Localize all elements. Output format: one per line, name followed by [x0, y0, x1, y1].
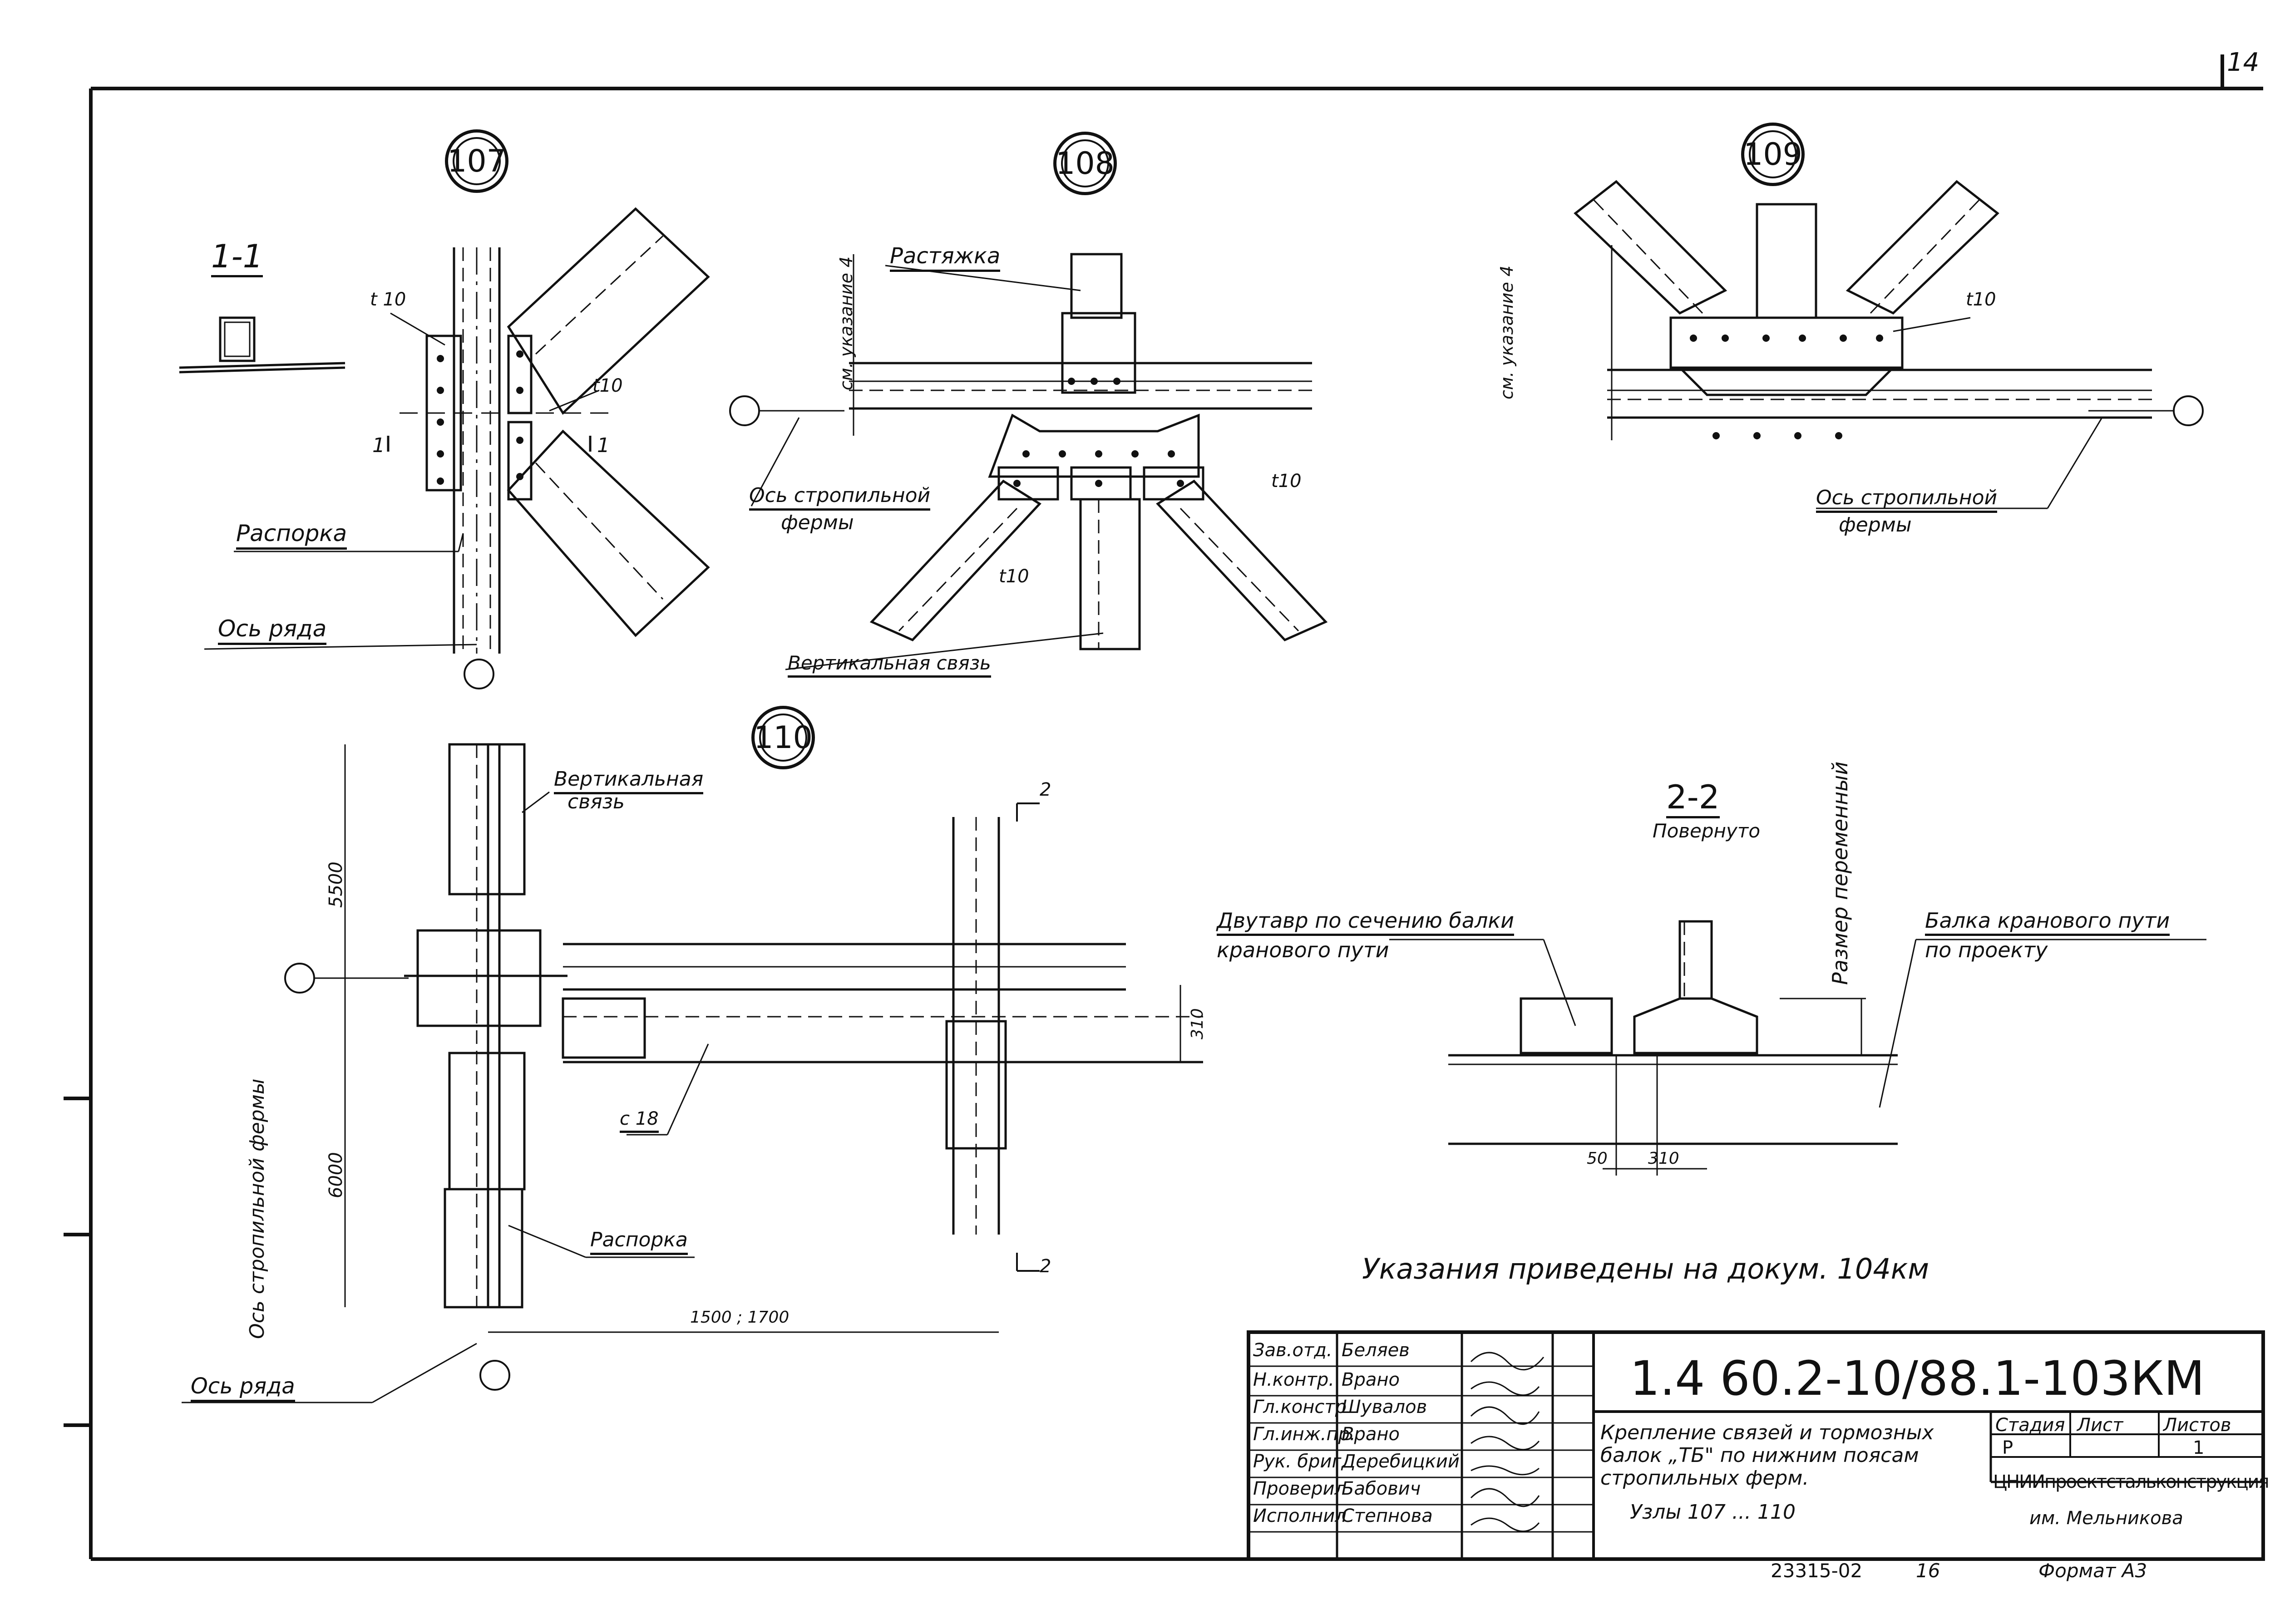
title-block-grid: [1247, 1330, 2265, 1561]
nodes-line: Узлы 107 ... 110: [1630, 1501, 1796, 1524]
dvutavr-label-1: Двутавр по сечению балки: [1217, 910, 1515, 936]
cut-mark-2-bottom: 2: [1040, 1256, 1051, 1277]
t10-label-108-right: t10: [1271, 471, 1302, 492]
raspporka-label: Распорка: [236, 522, 347, 550]
vertikalnaya-svyaz-label: Вертикальная связь: [788, 654, 991, 678]
sheets-header: Листов: [2163, 1415, 2231, 1436]
name-0: Беляев: [1342, 1340, 1410, 1361]
description-line-3: стропильных ферм.: [1600, 1467, 1809, 1490]
t10-label-108-bottom: t10: [999, 566, 1029, 587]
org-sub: им. Мельникова: [2029, 1508, 2183, 1529]
razmer-peremenny-vert: Размер переменный: [1828, 761, 1852, 985]
node-110-drawing: [182, 743, 1203, 1403]
name-6: Степнова: [1342, 1506, 1433, 1526]
name-5: Бабович: [1342, 1478, 1421, 1499]
name-4: Деребицкий: [1342, 1451, 1460, 1472]
t10-label: t 10: [370, 289, 406, 310]
role-4: Рук. бриг.: [1253, 1451, 1347, 1472]
role-6: Исполнил: [1253, 1506, 1347, 1526]
os-stropilnoy-fermy-vert: Ось стропильной фермы: [246, 1078, 269, 1339]
dim-5500: 5500: [326, 861, 346, 908]
os-stropilnoy-109: Ось стропильной: [1816, 488, 1998, 513]
raspporka-label-110: Распорка: [590, 1230, 688, 1255]
role-3: Гл.инж.пр.: [1253, 1424, 1356, 1445]
rastyazhka-label: Растяжка: [890, 245, 1001, 272]
role-2: Гл.констр: [1253, 1397, 1347, 1417]
node-107-drawing: [179, 207, 710, 689]
doc-code: 1.4 60.2-10/88.1-103КМ: [1630, 1351, 2205, 1406]
fermy-109: фермы: [1839, 513, 1912, 536]
title-block: Зав.отд. Н.контр. Гл.констр Гл.инж.пр. Р…: [1248, 1332, 2270, 1555]
name-3: Врано: [1342, 1424, 1400, 1445]
node-107-number: 107: [447, 143, 506, 179]
section-1-1-title: 1-1: [211, 241, 263, 277]
node-109-drawing: [1574, 180, 2204, 509]
node-marker-107: 107: [445, 129, 508, 193]
c18-label: c 18: [620, 1110, 659, 1133]
stage-header: Стадия: [1995, 1415, 2065, 1436]
svyaz-label: связь: [568, 790, 625, 813]
format-label: Формат А3: [2038, 1560, 2147, 1582]
role-0: Зав.отд.: [1253, 1340, 1332, 1361]
description-line-2: балок „ТБ" по нижним поясам: [1600, 1444, 1919, 1467]
stage-value: Р: [2002, 1437, 2013, 1458]
node-marker-108: 108: [1053, 132, 1117, 195]
balka-label-1: Балка кранового пути: [1925, 910, 2170, 936]
sm-ukazanie-109: см. указание 4: [1497, 265, 1517, 399]
os-ryada-label: Ось ряда: [218, 617, 327, 645]
dim-50: 50: [1587, 1149, 1608, 1168]
os-ryada-label-110: Ось ряда: [191, 1375, 295, 1402]
t10-label-109: t10: [1966, 289, 1996, 310]
dim-1500-1700: 1500 ; 1700: [690, 1308, 790, 1327]
sheets-value: 1: [2193, 1437, 2205, 1458]
node-108-number: 108: [1056, 145, 1115, 182]
dim-310-a: 310: [1188, 1008, 1207, 1039]
org-name: ЦНИИпроектстальконструкция: [1993, 1471, 2270, 1492]
ukazaniya-note: Указания приведены на докум. 104км: [1362, 1252, 1930, 1285]
fermy-108: фермы: [781, 511, 854, 534]
role-5: Проверил: [1253, 1478, 1347, 1499]
os-stropilnoy-108: Ось стропильной: [749, 486, 931, 511]
node-marker-110: 110: [751, 706, 815, 769]
name-2: Шувалов: [1342, 1397, 1427, 1417]
page-number: 16: [1916, 1560, 1940, 1582]
balka-label-2: по проекту: [1925, 938, 2048, 962]
node-108-drawing: [729, 253, 1328, 670]
t10-label-b: t10: [592, 375, 623, 396]
povernuto-label: Повернуто: [1653, 820, 1761, 842]
dim-6000: 6000: [326, 1152, 346, 1198]
description-line-1: Крепление связей и тормозных: [1600, 1421, 1934, 1444]
vertikalnaya-label: Вертикальная: [554, 769, 704, 794]
section-2-2-title: 2-2: [1666, 781, 1720, 818]
sheet-number: 14: [2227, 48, 2260, 77]
cut-mark-1-right: 1: [597, 434, 610, 457]
role-1: Н.контр.: [1253, 1369, 1334, 1390]
node-109-number: 109: [1743, 136, 1802, 172]
inventory-number: 23315-02: [1771, 1560, 1863, 1582]
node-110-number: 110: [754, 719, 813, 756]
sheet-header: Лист: [2077, 1415, 2123, 1436]
cut-mark-2-top: 2: [1040, 779, 1051, 800]
dim-310-b: 310: [1648, 1149, 1679, 1168]
name-1: Врано: [1342, 1369, 1400, 1390]
section-2-2-drawing: [1389, 920, 2206, 1176]
dvutavr-label-2: кранового пути: [1217, 938, 1389, 962]
cut-mark-1-left: 1: [372, 434, 385, 457]
node-marker-109: 109: [1741, 123, 1805, 186]
sm-ukazanie-108: см. указание 4: [836, 256, 856, 390]
